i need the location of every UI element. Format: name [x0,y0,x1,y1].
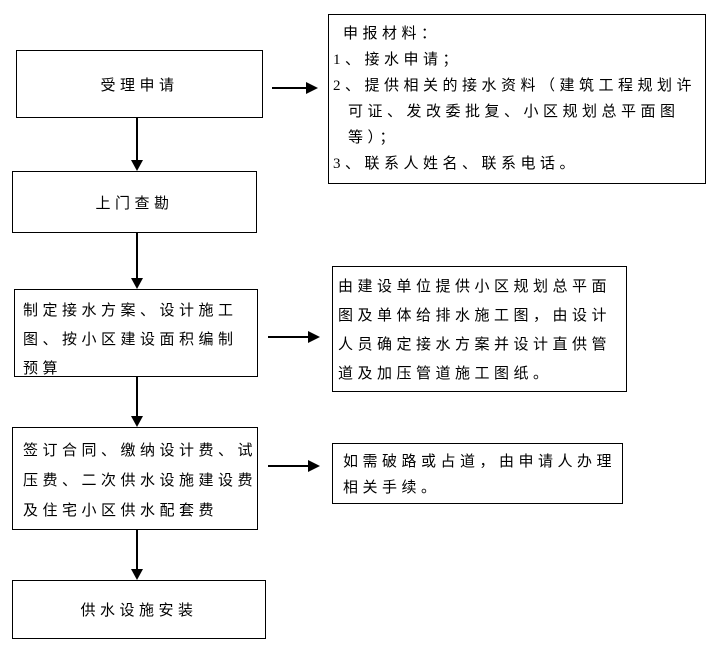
arrow-down-contract-to-install [131,530,143,580]
arrow-right-plan-to-design [268,331,320,343]
flow-box-make-connection-plan-line: 制定接水方案、设计施工 [23,303,238,319]
note-road-line: 相关手续。 [343,480,441,496]
flow-box-sign-contract-pay-fees-line: 压费、二次供水设施建设费 [23,473,258,489]
flow-box-accept-application-label: 受理申请 [100,77,179,94]
arrow-down-accept-to-survey [131,118,143,171]
flow-box-onsite-survey: 上门查勘 [12,171,257,233]
note-design-line: 由建设单位提供小区规划总平面 [338,279,612,295]
flow-box-sign-contract-pay-fees-line: 及住宅小区供水配套费 [23,503,219,519]
flow-box-accept-application: 受理申请 [16,50,263,118]
note-materials-item: 3、联系人姓名、联系电话。 [333,156,580,172]
flow-box-make-connection-plan: 制定接水方案、设计施工 图、按小区建设面积编制 预算 [14,289,258,377]
note-materials-heading: 申报材料： [343,26,441,42]
note-box-road-permission: 如需破路或占道，由申请人办理 相关手续。 [332,443,623,504]
note-materials-item-continuation: 等）； [348,130,400,146]
flow-box-install-water-facilities-label: 供水设施安装 [80,603,198,619]
flow-box-onsite-survey-label: 上门查勘 [95,195,174,212]
arrow-right-contract-to-road [268,460,320,472]
flow-box-make-connection-plan-line: 图、按小区建设面积编制 [23,332,238,348]
note-materials-item: 2、提供相关的接水资料（建筑工程规划许 [333,78,697,94]
flow-box-sign-contract-pay-fees-line: 签订合同、缴纳设计费、试 [23,443,258,459]
arrow-down-survey-to-plan [131,233,143,289]
note-materials-item: 1、接水申请； [333,52,463,68]
arrow-right-accept-to-materials [272,82,318,94]
flow-box-make-connection-plan-line: 预算 [23,361,63,377]
note-design-line: 道及加压管道施工图纸。 [338,366,553,382]
arrow-down-plan-to-contract [131,377,143,427]
note-materials-item-continuation: 可证、发改委批复、小区规划总平面图 [348,104,680,120]
note-design-line: 人员确定接水方案并设计直供管 [338,337,612,353]
note-box-design-responsibility: 由建设单位提供小区规划总平面 图及单体给排水施工图，由设计 人员确定接水方案并设… [332,266,627,392]
note-box-application-materials: 申报材料： 1、接水申请； 2、提供相关的接水资料（建筑工程规划许 可证、发改委… [328,14,706,184]
flow-box-sign-contract-pay-fees: 签订合同、缴纳设计费、试 压费、二次供水设施建设费 及住宅小区供水配套费 [12,427,258,530]
note-design-line: 图及单体给排水施工图，由设计 [338,308,612,324]
note-road-line: 如需破路或占道，由申请人办理 [343,454,617,470]
flow-box-install-water-facilities: 供水设施安装 [12,580,266,639]
